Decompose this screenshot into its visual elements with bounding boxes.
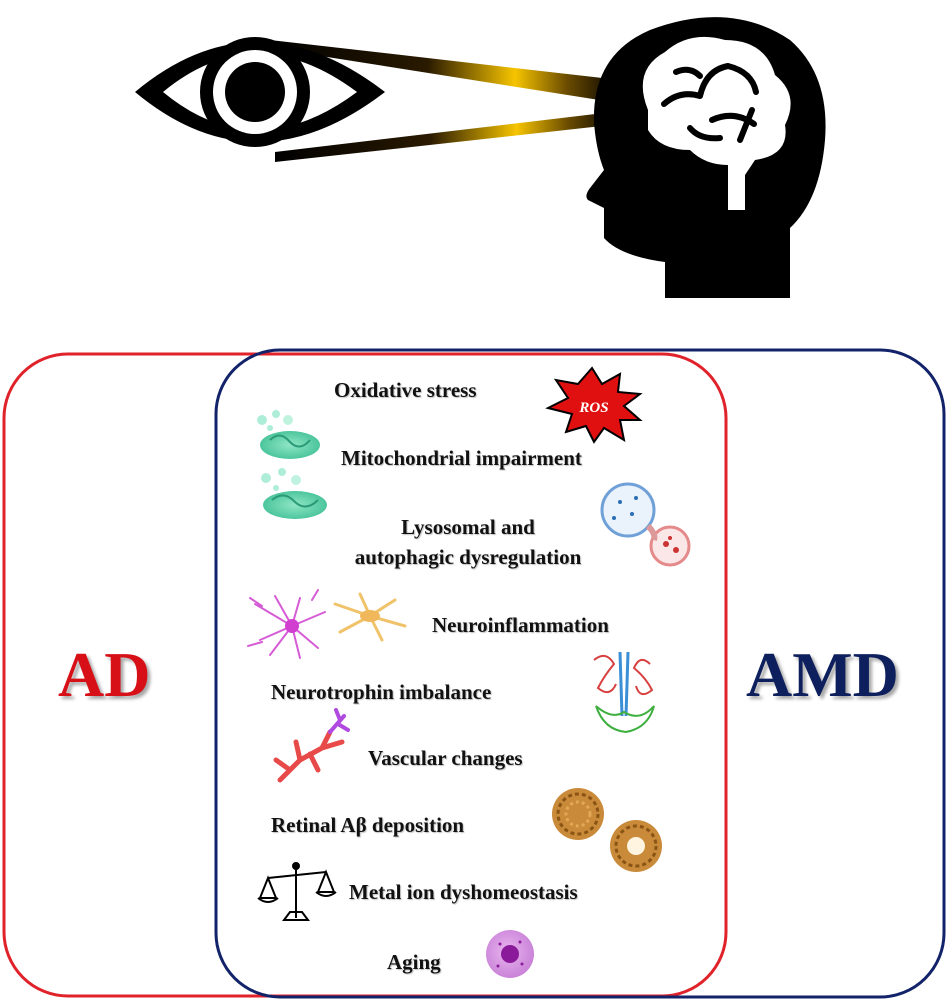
eye-brain-connection-beam <box>270 40 620 162</box>
factor-mitochondrial-impairment: Mitochondrial impairment <box>341 446 582 470</box>
ad-label: AD <box>58 639 151 710</box>
eye-icon <box>135 37 385 147</box>
factor-lysosomal-line1: Lysosomal and <box>401 515 535 539</box>
balance-scale-icon <box>257 862 337 921</box>
factor-retinal-abeta: Retinal Aβ deposition <box>271 813 465 837</box>
amyloid-plaque-icon <box>552 788 662 872</box>
amd-set-outline <box>214 348 946 999</box>
mitochondria-icon <box>257 410 327 519</box>
aging-cell-icon <box>486 930 534 978</box>
lysosome-icon <box>600 482 691 567</box>
blood-vessel-icon <box>273 708 350 783</box>
ros-burst-icon: ROS <box>545 366 643 444</box>
factor-vascular-changes: Vascular changes <box>368 746 523 770</box>
ros-badge-text: ROS <box>578 400 608 416</box>
factor-neuroinflammation: Neuroinflammation <box>432 613 609 637</box>
factor-oxidative-stress: Oxidative stress <box>334 378 477 402</box>
factor-neurotrophin-imbalance: Neurotrophin imbalance <box>271 680 492 704</box>
glial-cell-icon <box>247 589 407 659</box>
amd-label: AMD <box>746 639 899 710</box>
protein-structure-icon <box>593 651 655 734</box>
factor-lysosomal-autophagic: Lysosomal and autophagic dysregulation <box>318 512 618 572</box>
factor-lysosomal-line2: autophagic dysregulation <box>354 545 582 569</box>
head-with-brain-icon <box>586 17 826 299</box>
factor-aging: Aging <box>387 950 441 974</box>
factor-metal-ion: Metal ion dyshomeostasis <box>349 880 578 904</box>
